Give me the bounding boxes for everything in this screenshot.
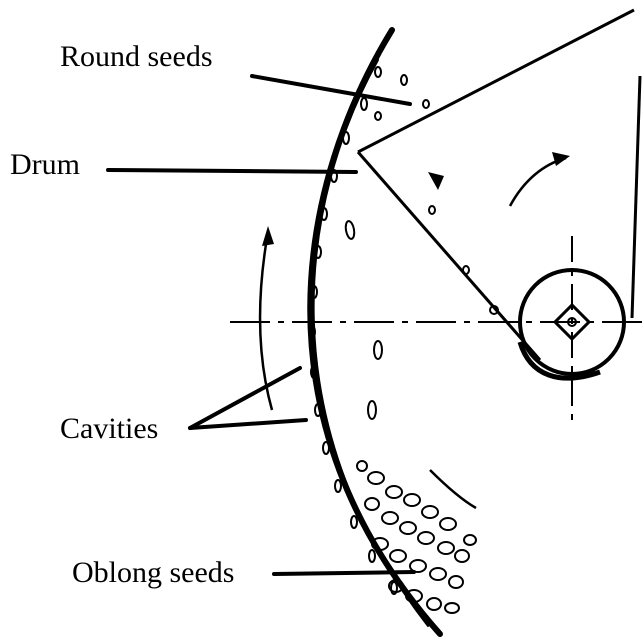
label-round-seeds: Round seeds xyxy=(60,42,213,72)
label-cavities: Cavities xyxy=(60,414,158,444)
leader-oblong-seeds xyxy=(274,572,414,574)
leader-cavities-lower xyxy=(190,420,306,428)
oblong-seeds-pile xyxy=(357,461,476,613)
oblong-seeds-scattered xyxy=(344,220,382,419)
leader-round-seeds xyxy=(252,76,410,104)
rotation-arrowheads xyxy=(262,152,570,246)
leader-cavities-upper xyxy=(190,368,300,428)
label-oblong-seeds: Oblong seeds xyxy=(72,558,234,588)
trough-arrowhead xyxy=(428,172,444,190)
leader-drum xyxy=(108,170,356,172)
label-drum: Drum xyxy=(10,150,80,180)
centre-lines xyxy=(230,236,644,428)
trough xyxy=(358,10,640,360)
